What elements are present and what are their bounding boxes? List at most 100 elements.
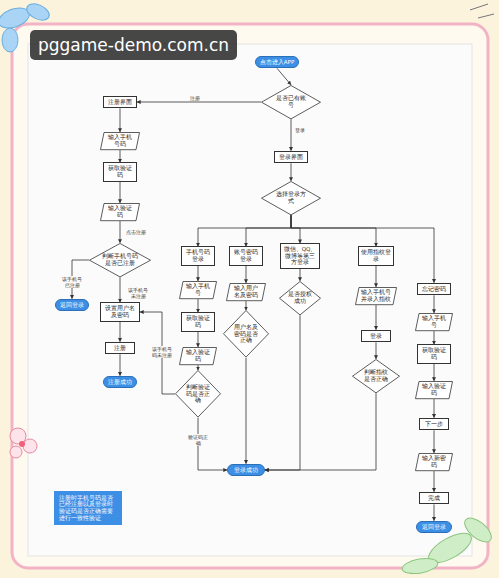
process-box: 获取验证码 bbox=[181, 312, 215, 331]
flow-arrow bbox=[198, 215, 291, 246]
decision-diamond: 用户名及密码是否正确 bbox=[223, 310, 269, 358]
flow-arrow bbox=[198, 266, 199, 281]
flow-arrow bbox=[246, 215, 291, 246]
node-text: 使用指纹登录 bbox=[361, 249, 391, 262]
node-text: 输入验证码 bbox=[185, 349, 211, 362]
flow-arrow bbox=[120, 182, 121, 203]
flow-arrow bbox=[434, 504, 435, 520]
node-text: 获取验证码 bbox=[106, 165, 134, 178]
edge-label: 该手机号已注册 bbox=[60, 276, 84, 288]
input-parallelogram: 输入验证码 bbox=[179, 347, 217, 365]
flow-arrow bbox=[120, 150, 121, 162]
process-box: 登录界面 bbox=[274, 151, 308, 164]
flow-arrow bbox=[265, 315, 300, 470]
node-text: 注册界面 bbox=[108, 99, 132, 106]
node-text: 获取验证码 bbox=[184, 315, 212, 328]
node-text: 是否授权成功 bbox=[288, 291, 312, 304]
node-text: 手机号码登录 bbox=[184, 249, 212, 262]
process-box: 注册界面 bbox=[103, 96, 137, 109]
flow-arrow bbox=[140, 312, 175, 394]
process-box: 获取验证码 bbox=[103, 162, 137, 181]
flow-arrow bbox=[120, 322, 121, 342]
node-text: 注册成功 bbox=[108, 379, 132, 386]
node-text: 获取验证码 bbox=[420, 347, 448, 360]
input-parallelogram: 输入新密码 bbox=[415, 453, 453, 471]
node-text: 返回登录 bbox=[60, 302, 84, 309]
terminal-box: 点击进入APP bbox=[255, 56, 299, 69]
decision-diamond: 选择登录方式 bbox=[261, 181, 321, 215]
flow-arrow bbox=[434, 364, 435, 381]
flow-arrow bbox=[291, 119, 292, 151]
process-box: 完成 bbox=[419, 492, 449, 505]
node-text: 输入手机号并录入指纹 bbox=[361, 289, 391, 302]
flow-arrow bbox=[120, 277, 121, 302]
flow-arrow bbox=[265, 393, 376, 470]
process-box: 登录 bbox=[361, 330, 391, 343]
terminal-box: 返回登录 bbox=[55, 299, 89, 312]
terminal-box: 登录成功 bbox=[227, 464, 265, 477]
node-text: 判断手机号码是否已注册 bbox=[102, 253, 138, 266]
flow-arrow bbox=[246, 266, 247, 283]
flow-arrow bbox=[198, 299, 199, 312]
decision-diamond: 判断手机号码是否已注册 bbox=[89, 243, 151, 277]
flow-arrow bbox=[291, 163, 292, 181]
process-box: 使用指纹登录 bbox=[358, 246, 394, 265]
input-parallelogram: 输入手机号 bbox=[415, 313, 453, 331]
node-text: 用户名及密码是否正确 bbox=[233, 324, 260, 344]
decision-diamond: 判断指纹是否正确 bbox=[352, 359, 400, 393]
node-text: 是否已有账号 bbox=[274, 95, 309, 108]
node-text: 登录界面 bbox=[279, 154, 303, 161]
flow-arrow bbox=[434, 430, 435, 453]
flow-arrow bbox=[376, 266, 377, 287]
flow-arrow bbox=[277, 68, 291, 85]
node-text: 输入手机号 bbox=[185, 283, 211, 296]
process-box: 账号密码登录 bbox=[229, 246, 263, 265]
node-text: 输入新密码 bbox=[421, 455, 447, 468]
flow-arrow bbox=[198, 332, 199, 347]
terminal-box: 返回登录 bbox=[416, 521, 452, 534]
node-text: 判断指纹是否正确 bbox=[362, 369, 390, 382]
process-box: 下一步 bbox=[419, 418, 449, 431]
process-box: 忘记密码 bbox=[417, 283, 451, 296]
flow-arrow bbox=[120, 221, 121, 243]
edge-label: 注册 bbox=[189, 95, 201, 101]
flow-arrow bbox=[246, 301, 247, 310]
flow-arrow bbox=[198, 365, 199, 370]
input-parallelogram: 输入验证码 bbox=[100, 203, 140, 221]
watermark: pggame-demo.com.cn bbox=[30, 30, 237, 60]
flow-arrow bbox=[291, 215, 376, 246]
flow-arrow bbox=[120, 354, 121, 375]
node-text: 选择登录方式 bbox=[274, 191, 309, 204]
node-text: 完成 bbox=[428, 495, 440, 502]
edge-label: 点击注册 bbox=[125, 229, 147, 235]
edge-label: 该手机号码未注册 bbox=[149, 346, 175, 358]
node-text: 输入验证码 bbox=[106, 205, 134, 218]
flow-arrow bbox=[434, 471, 435, 492]
flow-arrow bbox=[300, 269, 301, 281]
node-text: 输入手机号码 bbox=[106, 134, 134, 147]
flow-arrow bbox=[376, 342, 377, 359]
flow-arrow bbox=[120, 108, 121, 132]
input-parallelogram: 输入用户名及密码 bbox=[226, 283, 266, 301]
flow-arrow bbox=[291, 215, 300, 243]
process-box: 手机号码登录 bbox=[181, 246, 215, 265]
process-box: 获取验证码 bbox=[417, 344, 451, 363]
decision-diamond: 判断验证码是否正确 bbox=[175, 370, 221, 418]
input-parallelogram: 输入手机号 bbox=[179, 281, 217, 299]
node-text: 返回登录 bbox=[422, 524, 446, 531]
decision-diamond: 是否已有账号 bbox=[261, 85, 321, 119]
node-text: 注册 bbox=[114, 345, 126, 352]
edge-label: 登录 bbox=[294, 127, 306, 133]
edge-label: 验证码正确 bbox=[186, 434, 210, 446]
flow-arrow bbox=[434, 295, 435, 313]
input-parallelogram: 输入手机号码 bbox=[100, 132, 140, 150]
terminal-box: 注册成功 bbox=[103, 376, 137, 389]
process-box: 微信、QQ、微博等第三方登录 bbox=[280, 243, 320, 269]
flow-arrow bbox=[434, 399, 435, 418]
node-text: 设置用户名及密码 bbox=[103, 305, 137, 318]
flow-arrow bbox=[376, 305, 377, 330]
node-text: 微信、QQ、微博等第三方登录 bbox=[283, 246, 317, 266]
input-parallelogram: 输入验证码 bbox=[415, 381, 453, 399]
node-text: 账号密码登录 bbox=[232, 249, 260, 262]
